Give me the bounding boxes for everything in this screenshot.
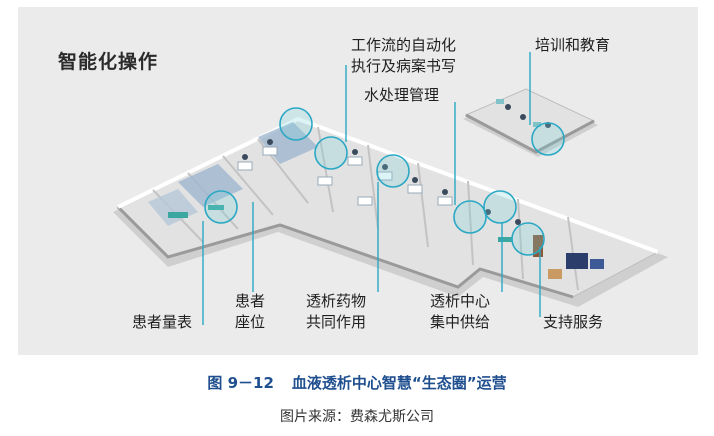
label-training: 培训和教育 (535, 36, 611, 54)
floor-plan-illustration (113, 52, 668, 325)
figure-number: 图 9－12 (207, 374, 274, 392)
ring-training (531, 122, 565, 156)
ring-water (453, 200, 487, 234)
label-workflow-line2: 执行及病案书写 (351, 57, 457, 75)
label-drugs-line1: 透析药物 (306, 292, 367, 310)
label-support: 支持服务 (543, 313, 604, 331)
guide-lines (202, 52, 541, 325)
label-workflow-line1: 工作流的自动化 (351, 36, 457, 54)
label-drugs: 透析药物 共同作用 (306, 291, 366, 333)
label-workflow: 工作流的自动化 执行及病案书写 (351, 35, 456, 77)
label-supply: 透析中心 集中供给 (430, 291, 490, 333)
ring-supply (483, 190, 517, 224)
ring-drugs (376, 154, 410, 188)
ring-workflow (314, 136, 348, 170)
figure-title: 血液透析中心智慧“生态圈”运营 (291, 374, 507, 392)
label-supply-line2: 集中供给 (430, 313, 491, 331)
ring-weighing (204, 190, 238, 224)
label-seat-line2: 座位 (235, 313, 266, 331)
label-water: 水处理管理 (364, 86, 440, 104)
diagram-panel: 智能化操作 工作流的自动化 执行及病案书写 培训和教育 水处理管理 患者量表 患… (18, 7, 698, 355)
ring-support (511, 222, 545, 256)
label-seat-line1: 患者 (235, 292, 266, 310)
label-seat: 患者 座位 (235, 291, 265, 333)
label-weighing: 患者量表 (132, 313, 193, 331)
ring-seat (279, 107, 313, 141)
label-supply-line1: 透析中心 (430, 292, 491, 310)
diagram-heading: 智能化操作 (58, 51, 159, 73)
label-drugs-line2: 共同作用 (306, 313, 367, 331)
main-building (113, 116, 668, 307)
figure-source: 图片来源：费森尤斯公司 (280, 409, 434, 425)
figure-caption: 图 9－12 血液透析中心智慧“生态圈”运营 (0, 372, 714, 393)
